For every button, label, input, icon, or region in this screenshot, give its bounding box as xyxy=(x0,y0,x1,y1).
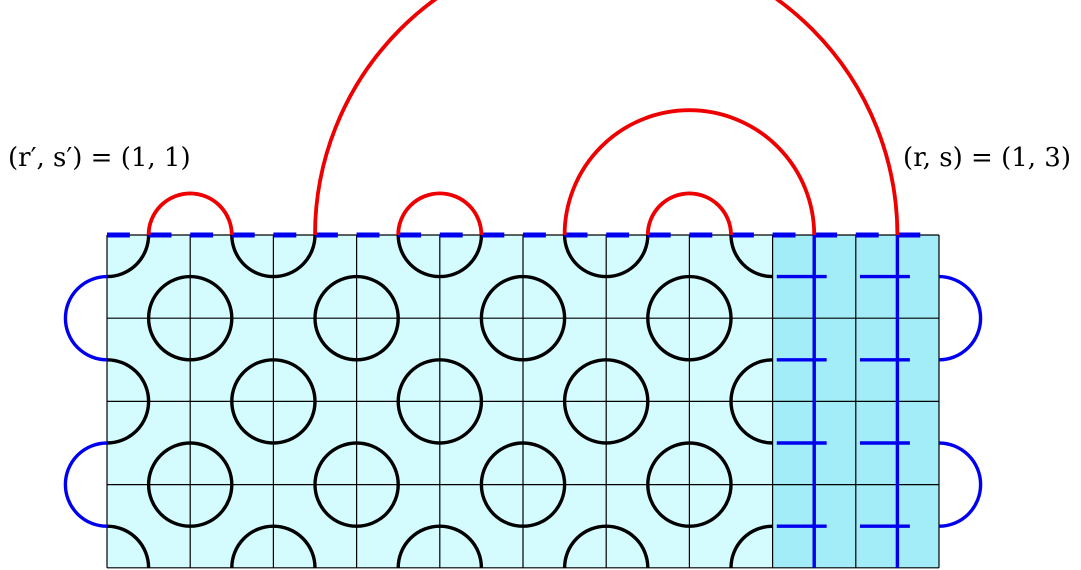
tile-curve xyxy=(273,524,317,568)
label-left-boundary: (r′, s′) = (1, 1) xyxy=(8,143,191,173)
tile-curve xyxy=(356,318,400,362)
tile-curve xyxy=(273,358,317,402)
tile-curves-layer xyxy=(106,234,773,568)
tile-curve xyxy=(689,484,733,528)
tile-curve xyxy=(273,234,317,279)
tile-curve xyxy=(190,274,234,319)
tile-curve xyxy=(230,401,274,445)
tile-curve xyxy=(146,441,191,485)
right-loop xyxy=(938,274,983,362)
tile-curve xyxy=(479,318,524,362)
red-arc-small xyxy=(146,191,234,236)
tile-curve xyxy=(396,358,440,402)
tile-curve xyxy=(439,234,484,279)
red-arcs-layer xyxy=(146,0,900,236)
tile-curve xyxy=(439,524,484,568)
tile-curve xyxy=(479,274,524,319)
tile-curve xyxy=(356,441,400,485)
tile-curve xyxy=(689,318,733,362)
tile-curve xyxy=(190,441,234,485)
tile-curve xyxy=(606,358,650,402)
tile-curve xyxy=(439,358,484,402)
tile-curve xyxy=(646,274,690,319)
tile-curve xyxy=(356,484,400,528)
tile-curve xyxy=(646,484,690,528)
tile-curve xyxy=(646,441,690,485)
red-arc-medium xyxy=(562,108,817,236)
tile-curve xyxy=(562,524,607,568)
tile-curve xyxy=(479,484,524,528)
tile-curve xyxy=(106,524,151,568)
red-arc-large xyxy=(313,0,900,236)
tile-curve xyxy=(146,484,191,528)
tile-curve xyxy=(689,441,733,485)
tile-curve xyxy=(190,318,234,362)
tile-curve xyxy=(106,234,151,279)
left-loop xyxy=(63,274,108,362)
label-right-boundary: (r, s) = (1, 3) xyxy=(903,143,1071,173)
tile-curve xyxy=(396,401,440,445)
red-arc-small xyxy=(396,191,484,236)
tile-curve xyxy=(230,234,274,279)
tile-curve xyxy=(522,274,567,319)
tile-curve xyxy=(313,484,357,528)
tile-curve xyxy=(106,401,151,445)
tile-curve xyxy=(230,524,274,568)
tile-curve xyxy=(689,274,733,319)
tile-curve xyxy=(190,484,234,528)
tile-curve xyxy=(479,441,524,485)
tile-curve xyxy=(562,234,607,279)
tile-curve xyxy=(646,318,690,362)
tile-curve xyxy=(522,484,567,528)
tile-curve xyxy=(562,401,607,445)
tile-curve xyxy=(439,401,484,445)
tile-curve xyxy=(729,524,773,568)
tile-curve xyxy=(146,274,191,319)
tile-curve xyxy=(606,401,650,445)
tile-curve xyxy=(729,358,773,402)
tile-curve xyxy=(562,358,607,402)
tile-curve xyxy=(313,274,357,319)
tile-curve xyxy=(356,274,400,319)
tile-curve xyxy=(729,401,773,445)
tile-curve xyxy=(522,318,567,362)
blue-layer xyxy=(63,232,983,568)
tile-curve xyxy=(606,234,650,279)
tile-curve xyxy=(230,358,274,402)
red-arc-small xyxy=(645,191,733,236)
tile-curve xyxy=(522,441,567,485)
tile-curve xyxy=(396,524,440,568)
left-loop xyxy=(63,441,108,528)
tile-curve xyxy=(729,234,773,279)
right-loop xyxy=(938,441,983,528)
tile-curve xyxy=(606,524,650,568)
tile-curve xyxy=(106,358,151,402)
tile-curve xyxy=(273,401,317,445)
tile-curve xyxy=(396,234,440,279)
tile-curve xyxy=(146,318,191,362)
tile-curve xyxy=(313,441,357,485)
tile-curve xyxy=(313,318,357,362)
